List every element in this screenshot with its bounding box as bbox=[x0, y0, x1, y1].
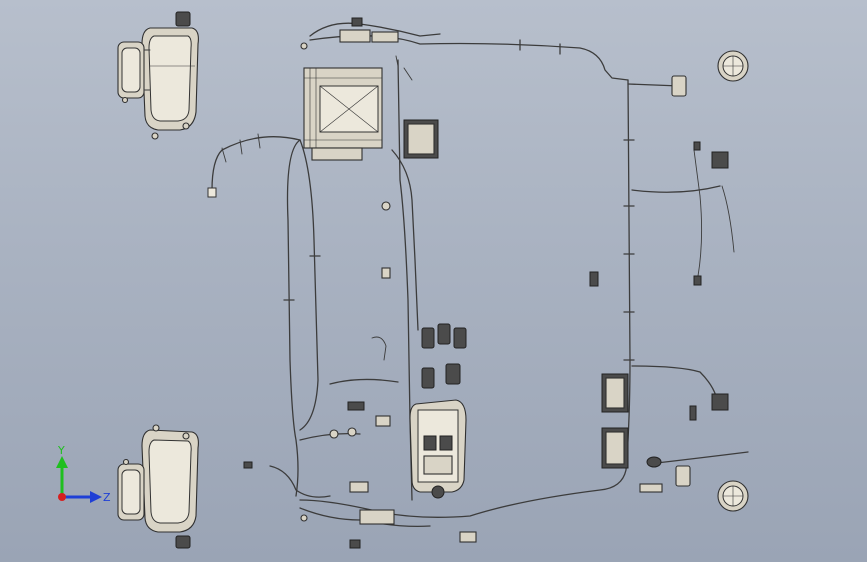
bottom-connector-cluster bbox=[299, 507, 477, 549]
top-connector-cluster bbox=[300, 17, 441, 81]
axis-y-label: Y bbox=[57, 444, 65, 457]
headlamp-bottom-left bbox=[117, 424, 199, 549]
trunk-clips bbox=[283, 39, 635, 361]
axis-z-label: Z bbox=[103, 491, 111, 504]
coordinate-triad: Y Z bbox=[56, 444, 111, 504]
left-branch-connectors bbox=[243, 201, 399, 498]
headlamp-top-left bbox=[117, 11, 199, 140]
right-side-components bbox=[589, 75, 749, 493]
instrument-panel bbox=[409, 323, 467, 499]
speaker-top-right bbox=[717, 50, 749, 82]
speaker-bottom-right bbox=[717, 480, 749, 512]
hvac-module bbox=[303, 67, 439, 161]
